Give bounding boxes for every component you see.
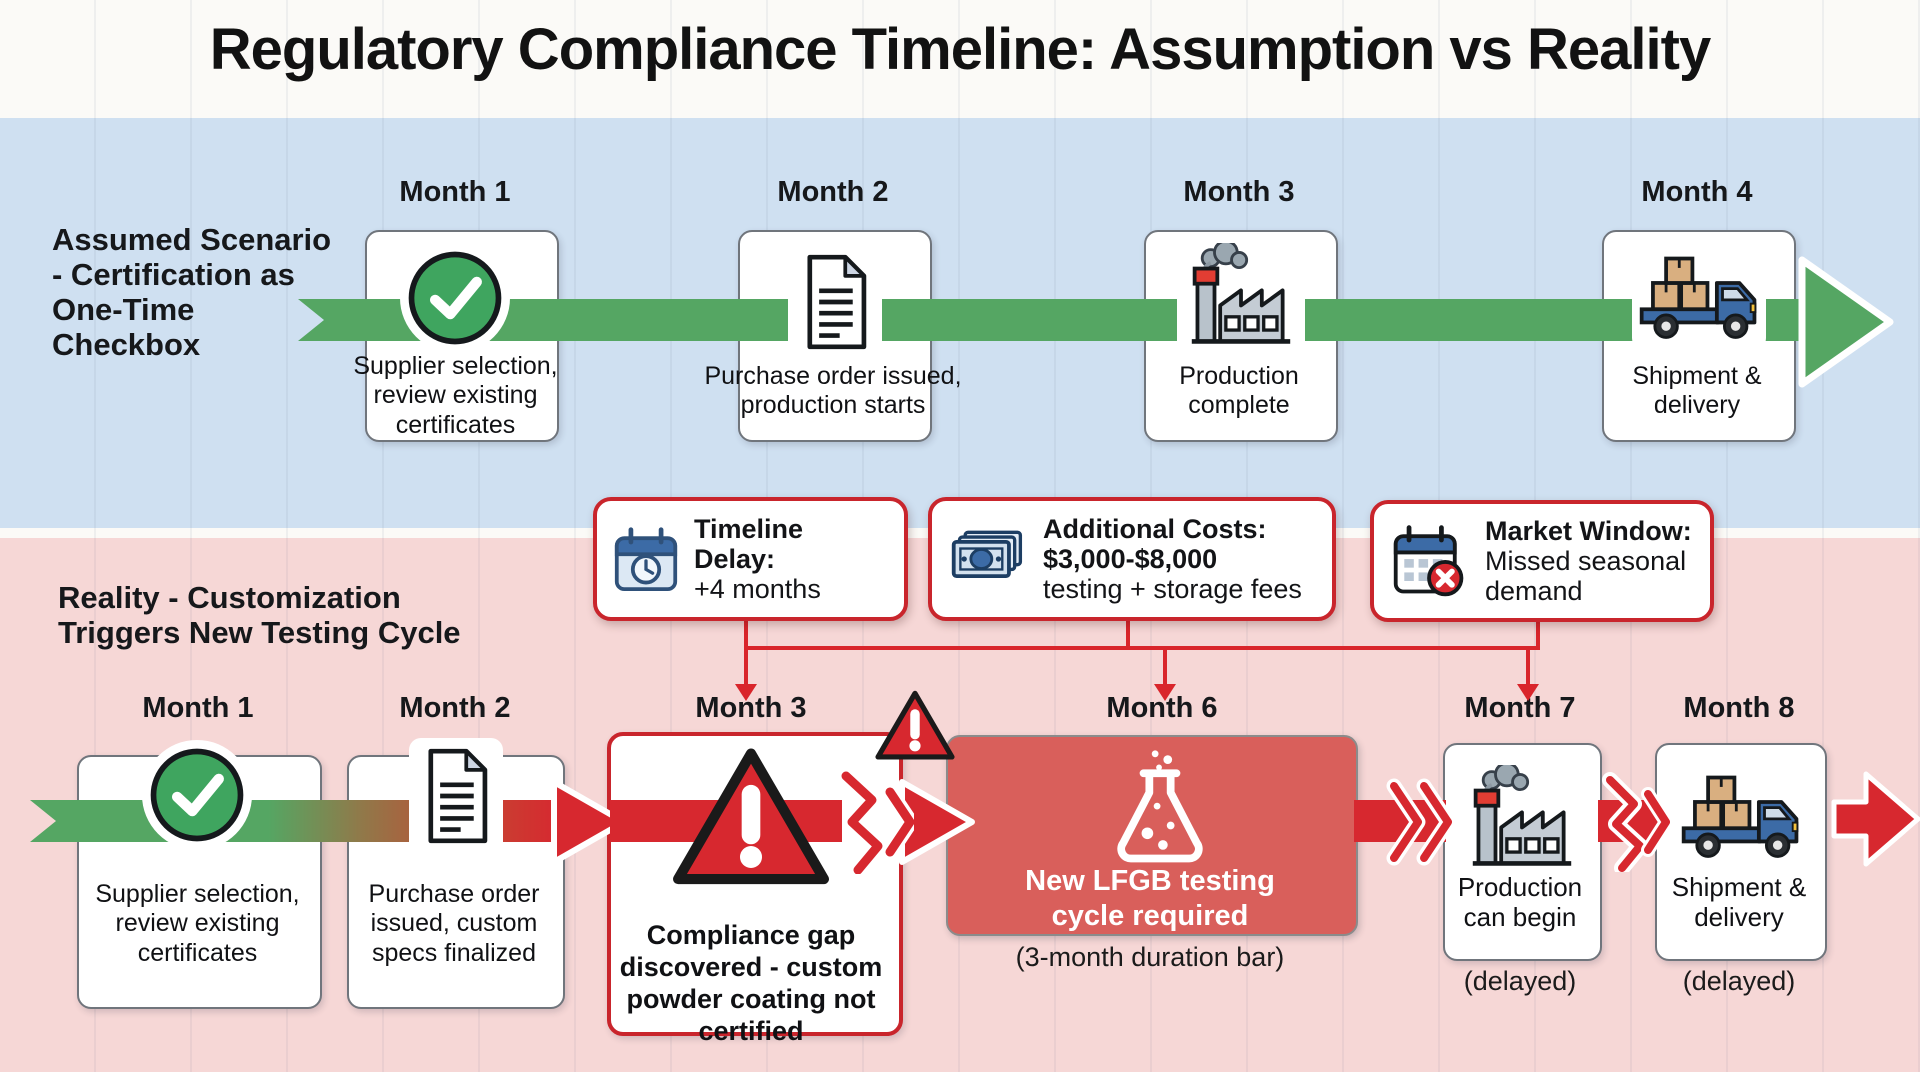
- assumed-section-label: Assumed Scenario - Certification as One-…: [52, 222, 332, 363]
- connector-line: [1536, 620, 1540, 650]
- callout-timeline-delay: Timeline Delay: +4 months: [593, 497, 908, 621]
- reality-step-text-7: Production can begin: [1457, 872, 1583, 933]
- callout-detail: testing + storage fees: [1043, 574, 1302, 605]
- page-title: Regulatory Compliance Timeline: Assumpti…: [209, 17, 1711, 82]
- red-arrowhead-icon: [548, 776, 630, 868]
- connector-line: [744, 650, 748, 686]
- truck-icon: [1632, 246, 1766, 350]
- assumed-month-1-label: Month 1: [399, 176, 511, 208]
- testing-bar-text: New LFGB testing cycle required: [1025, 865, 1275, 932]
- broken-arrow-zigzag-icon: [838, 770, 914, 874]
- reality-month-1-label: Month 1: [142, 692, 254, 724]
- connector-line: [744, 619, 748, 650]
- factory-icon: [1458, 760, 1586, 876]
- delayed-caption: (delayed): [1682, 966, 1796, 996]
- callout-title: Timeline Delay:: [694, 513, 804, 574]
- callout-title: Market Window:: [1485, 515, 1692, 546]
- assumed-month-2-label: Month 2: [777, 176, 889, 208]
- callout-market-window: Market Window: Missed seasonal demand: [1370, 500, 1714, 622]
- broken-arrow-zigzag-icon: [1600, 772, 1670, 872]
- delayed-caption: (delayed): [1463, 966, 1577, 996]
- callout-additional-costs: Additional Costs: $3,000-$8,000 testing …: [928, 497, 1336, 621]
- connector-arrow-icon: [1154, 684, 1176, 701]
- reality-step-text-3: Compliance gap discovered - custom powde…: [619, 920, 883, 1046]
- final-delayed-arrow-icon: [1830, 766, 1920, 872]
- reality-step-text-1: Supplier selection, review existing cert…: [95, 880, 300, 967]
- reality-section-label: Reality - Customization Triggers New Tes…: [58, 580, 461, 651]
- document-icon: [409, 738, 503, 854]
- assumed-month-3-label: Month 3: [1183, 176, 1295, 208]
- broken-arrow-chevrons-icon: [1386, 772, 1456, 872]
- reality-step-text-2: Purchase order issued, custom specs fina…: [368, 880, 540, 967]
- assumed-step-text-2: Purchase order issued, production starts: [704, 362, 962, 420]
- money-icon: [948, 528, 1028, 590]
- assumed-month-4-label: Month 4: [1641, 176, 1753, 208]
- reality-step-text-8: Shipment & delivery: [1671, 872, 1807, 933]
- connector-line: [744, 646, 1540, 650]
- assumed-step-text-4: Shipment & delivery: [1632, 362, 1762, 420]
- callout-amount: $3,000-$8,000: [1043, 543, 1218, 574]
- assumed-step-text-1: Supplier selection, review existing cert…: [353, 352, 558, 439]
- calendar-x-icon: [1390, 521, 1470, 601]
- callout-title: Additional Costs:: [1043, 513, 1267, 544]
- assumed-timeline-arrow: [298, 299, 1802, 341]
- callout-detail: +4 months: [694, 574, 821, 605]
- calendar-clock-icon: [613, 524, 679, 594]
- check-circle-icon: [142, 740, 252, 850]
- warning-triangle-icon: [872, 686, 958, 766]
- connector-line: [1163, 650, 1167, 686]
- assumed-arrowhead-icon: [1796, 252, 1896, 392]
- reality-month-2-label: Month 2: [399, 692, 511, 724]
- connector-line: [1526, 650, 1530, 686]
- connector-line: [1126, 619, 1130, 650]
- document-icon: [788, 244, 882, 360]
- flask-icon: [1105, 748, 1215, 874]
- check-circle-icon: [400, 243, 510, 353]
- testing-cycle-bar: [946, 735, 1358, 936]
- factory-icon: [1177, 238, 1305, 354]
- warning-triangle-icon: [666, 740, 836, 896]
- reality-month-8-label: Month 8: [1683, 692, 1795, 724]
- callout-detail: Missed seasonal demand: [1485, 545, 1687, 607]
- truck-icon: [1674, 765, 1808, 869]
- connector-arrow-icon: [1517, 684, 1539, 701]
- assumed-step-text-3: Production complete: [1179, 362, 1299, 420]
- connector-arrow-icon: [735, 684, 757, 701]
- testing-bar-caption: (3-month duration bar): [1015, 942, 1285, 972]
